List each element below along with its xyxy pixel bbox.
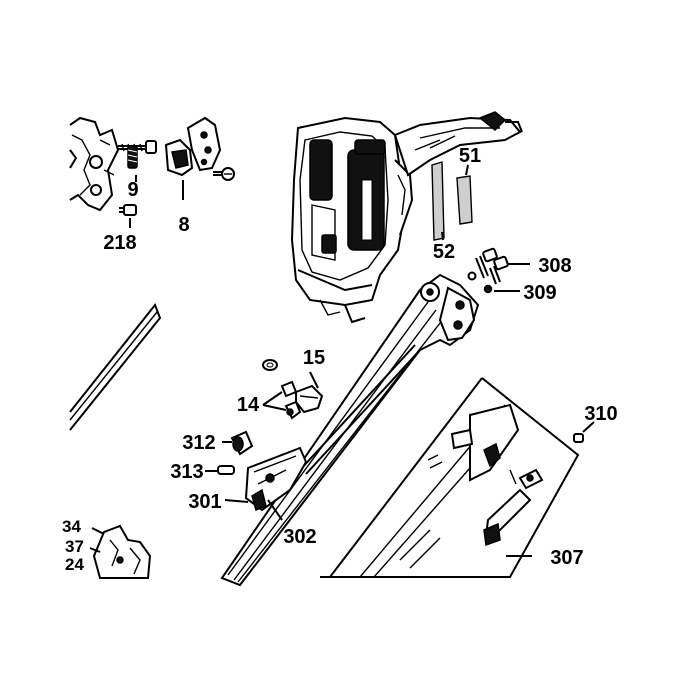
leader-302 [267,499,283,521]
callout-308: 308 [538,255,571,277]
washer-part-309 [467,271,520,294]
callout-307: 307 [550,547,583,569]
motor-housing [290,116,414,324]
washer-part [262,359,278,371]
guide-blade [69,303,162,431]
callout-37: 37 [65,537,84,556]
callout-313: 313 [170,461,203,483]
bracket-part-301 [224,446,308,512]
callout-52: 52 [433,241,455,263]
small-screw [213,167,235,181]
latch-part-8 [164,116,222,200]
bottom-left-assembly [89,524,152,579]
pin-part-313 [205,465,235,475]
callout-218: 218 [103,232,136,254]
screw-part-308 [475,247,530,285]
callout-310: 310 [584,403,617,425]
callout-8: 8 [178,214,189,236]
clip-part-14 [262,380,302,420]
callout-15: 15 [303,347,325,369]
screw-part-310 [573,421,595,443]
callout-51: 51 [459,145,481,167]
spring-part-9 [127,145,138,182]
callout-24: 24 [65,555,84,574]
label-plate-52 [431,161,445,241]
callout-301: 301 [188,491,221,513]
callout-34: 34 [62,517,81,536]
nose-rail [220,273,480,587]
screw-part-218 [119,204,137,228]
callout-302: 302 [283,526,316,548]
label-plate-51 [456,164,473,225]
magazine-assembly-307 [320,377,580,578]
callout-14: 14 [237,394,260,416]
left-frame-assembly [69,116,120,212]
callout-309: 309 [523,282,556,304]
callout-9: 9 [127,179,138,201]
bushing-part-312 [222,430,254,456]
callout-312: 312 [182,432,215,454]
handle-rail [393,111,523,177]
pin-part-15 [295,371,324,414]
